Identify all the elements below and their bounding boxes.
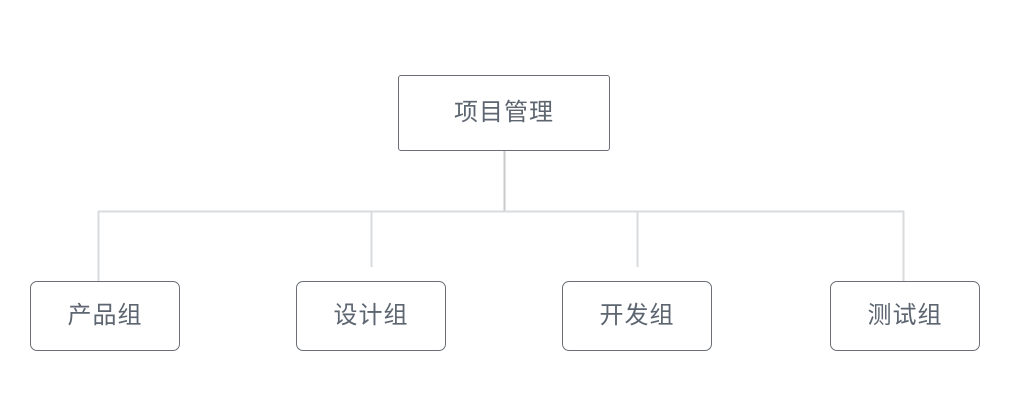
node-child-label-testing: 测试组 <box>867 302 943 329</box>
node-child-label-product: 产品组 <box>67 302 143 329</box>
node-root-label: 项目管理 <box>454 99 554 126</box>
node-child-testing[interactable]: 测试组 <box>830 281 980 351</box>
node-root-project-management[interactable]: 项目管理 <box>398 75 610 151</box>
node-child-label-development: 开发组 <box>599 302 675 329</box>
node-child-development[interactable]: 开发组 <box>562 281 712 351</box>
node-child-label-design: 设计组 <box>333 302 409 329</box>
node-child-design[interactable]: 设计组 <box>296 281 446 351</box>
node-child-product[interactable]: 产品组 <box>30 281 180 351</box>
